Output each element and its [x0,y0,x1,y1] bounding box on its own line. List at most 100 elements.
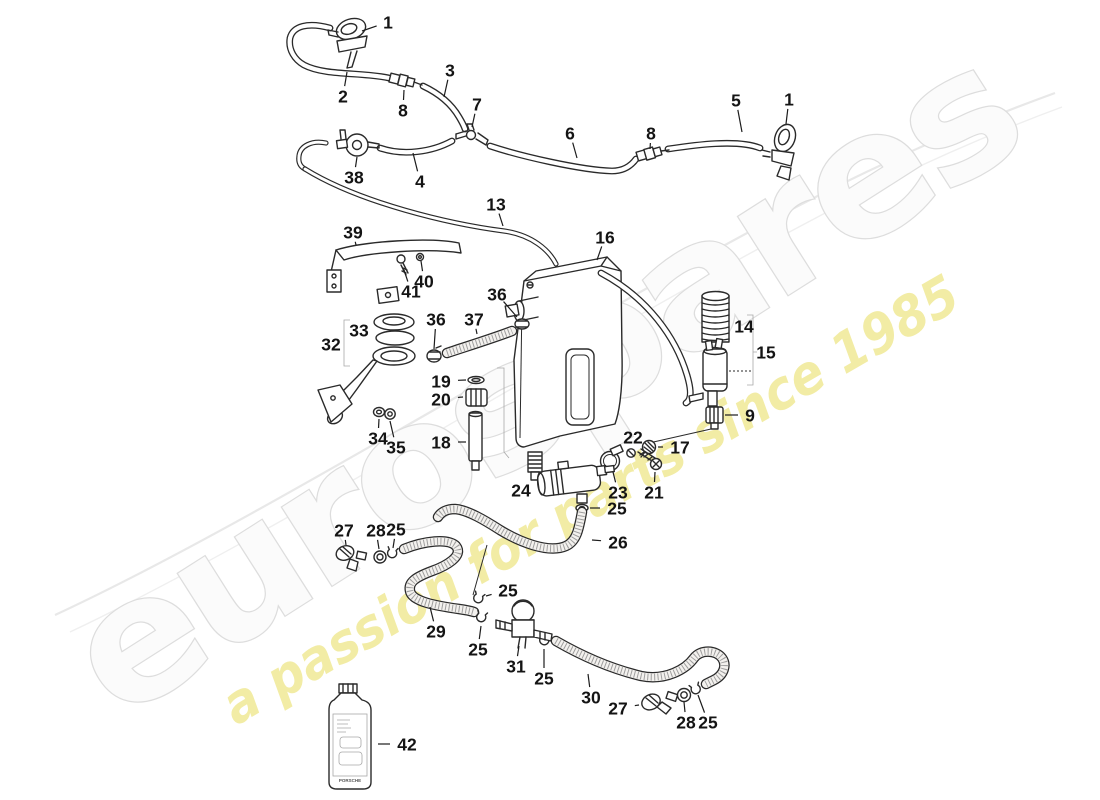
callout-leader-line [683,701,686,713]
part-number-36: 36 [487,284,507,304]
part-number-1: 1 [383,12,393,32]
part-number-39: 39 [343,222,363,242]
callout-leader-line [392,538,396,549]
part-number-36: 36 [426,309,446,329]
callout-leader-line [498,213,504,227]
part-number-35: 35 [386,437,406,457]
part-number-38: 38 [344,167,364,187]
part-number-31: 31 [506,656,526,676]
callout-leader-line [653,471,656,483]
part-number-34: 34 [368,428,388,448]
callout-leader-line [591,539,602,542]
part-number-13: 13 [486,194,506,214]
washer-nozzle-right [761,123,797,181]
headlight-washer-jet-left-27 [335,545,387,572]
watermark-swoosh [54,91,1063,633]
part-number-28: 28 [676,712,696,732]
filler-funnel-32-33 [317,313,416,425]
callout-leader-line [420,260,424,272]
bolt-21 [637,448,663,471]
callout-leader-line [403,269,409,282]
callout-leader-line [596,246,603,261]
mounting-bracket-39 [326,239,462,305]
washer-fluid-bottle-42: PORSCHE [328,683,372,790]
callout-leader-line [785,108,789,125]
part-number-14: 14 [734,316,754,336]
part-number-24: 24 [511,480,531,500]
callout-leader-line [572,142,578,159]
part-number-23: 23 [608,482,628,502]
part-number-20: 20 [431,389,451,409]
callout-leader-line [354,241,357,246]
part-number-29: 29 [426,621,446,641]
bottle-brand-text: PORSCHE [339,778,361,783]
washer-nozzle-left [327,17,368,69]
part-number-22: 22 [623,427,643,447]
callout-leader-line [389,420,395,438]
part-number-28: 28 [366,520,386,540]
callout-leader-line [361,25,377,32]
part-number-32: 32 [321,334,341,354]
part-number-3: 3 [445,60,455,80]
callout-leader-line [429,606,435,622]
hose-connector-8-right [635,146,670,162]
part-number-25: 25 [607,498,627,518]
reservoir-tank-16 [504,256,623,481]
callout-leader-line [475,328,478,335]
part-number-15: 15 [756,342,776,362]
washer-pump-15 [648,314,757,444]
part-number-40: 40 [414,271,434,291]
part-number-2: 2 [338,86,348,106]
callout-leader-line [612,471,617,483]
part-number-25: 25 [698,712,718,732]
hose-13 [302,166,559,267]
sealing-plug-17 [640,439,657,458]
part-number-25: 25 [468,639,488,659]
callout-leader-line [344,71,348,87]
hose-connector-8-left [388,72,423,88]
part-number-6: 6 [565,123,575,143]
part-number-7: 7 [472,94,482,114]
clip-nut-22 [626,448,636,458]
part-number-17: 17 [670,437,689,457]
braided-hose-30 [556,641,724,684]
callout-leader-line [354,156,358,168]
callout-leader-line [412,152,419,172]
callout-leader-line [516,645,520,657]
callout-leader-line [587,673,591,688]
part-number-37: 37 [464,309,483,329]
headlight-washer-jet-right-27 [641,687,692,715]
part-number-19: 19 [431,371,451,391]
install-leader-line [472,544,488,596]
callout-leader-line [485,593,492,597]
part-number-5: 5 [731,90,741,110]
part-number-16: 16 [595,227,615,247]
distribution-valve-31 [495,599,553,649]
grommet-stack-19-20-18 [465,367,510,471]
callout-leader-line [344,539,347,546]
callout-leader-line [634,704,640,707]
callout-leader-line [478,625,482,640]
callout-leader-line [503,301,518,318]
corrugated-boot-14 [701,290,730,343]
callout-leader-line [471,113,476,128]
part-number-27: 27 [608,698,627,718]
part-number-25: 25 [498,580,518,600]
part-number-25: 25 [386,519,406,539]
callout-leader-line [402,89,405,101]
part-number-8: 8 [398,100,408,120]
hose-clamp-36-left [426,345,442,363]
part-number-26: 26 [608,532,628,552]
part-number-27: 27 [334,520,353,540]
part-number-41: 41 [401,281,421,301]
check-valve-38 [296,129,380,172]
washer-hoses-top [286,21,764,175]
part-number-8: 8 [646,123,656,143]
part-number-30: 30 [581,687,601,707]
part-number-21: 21 [644,482,664,502]
callout-leader-line [737,109,743,133]
callout-leader-line [443,79,449,98]
